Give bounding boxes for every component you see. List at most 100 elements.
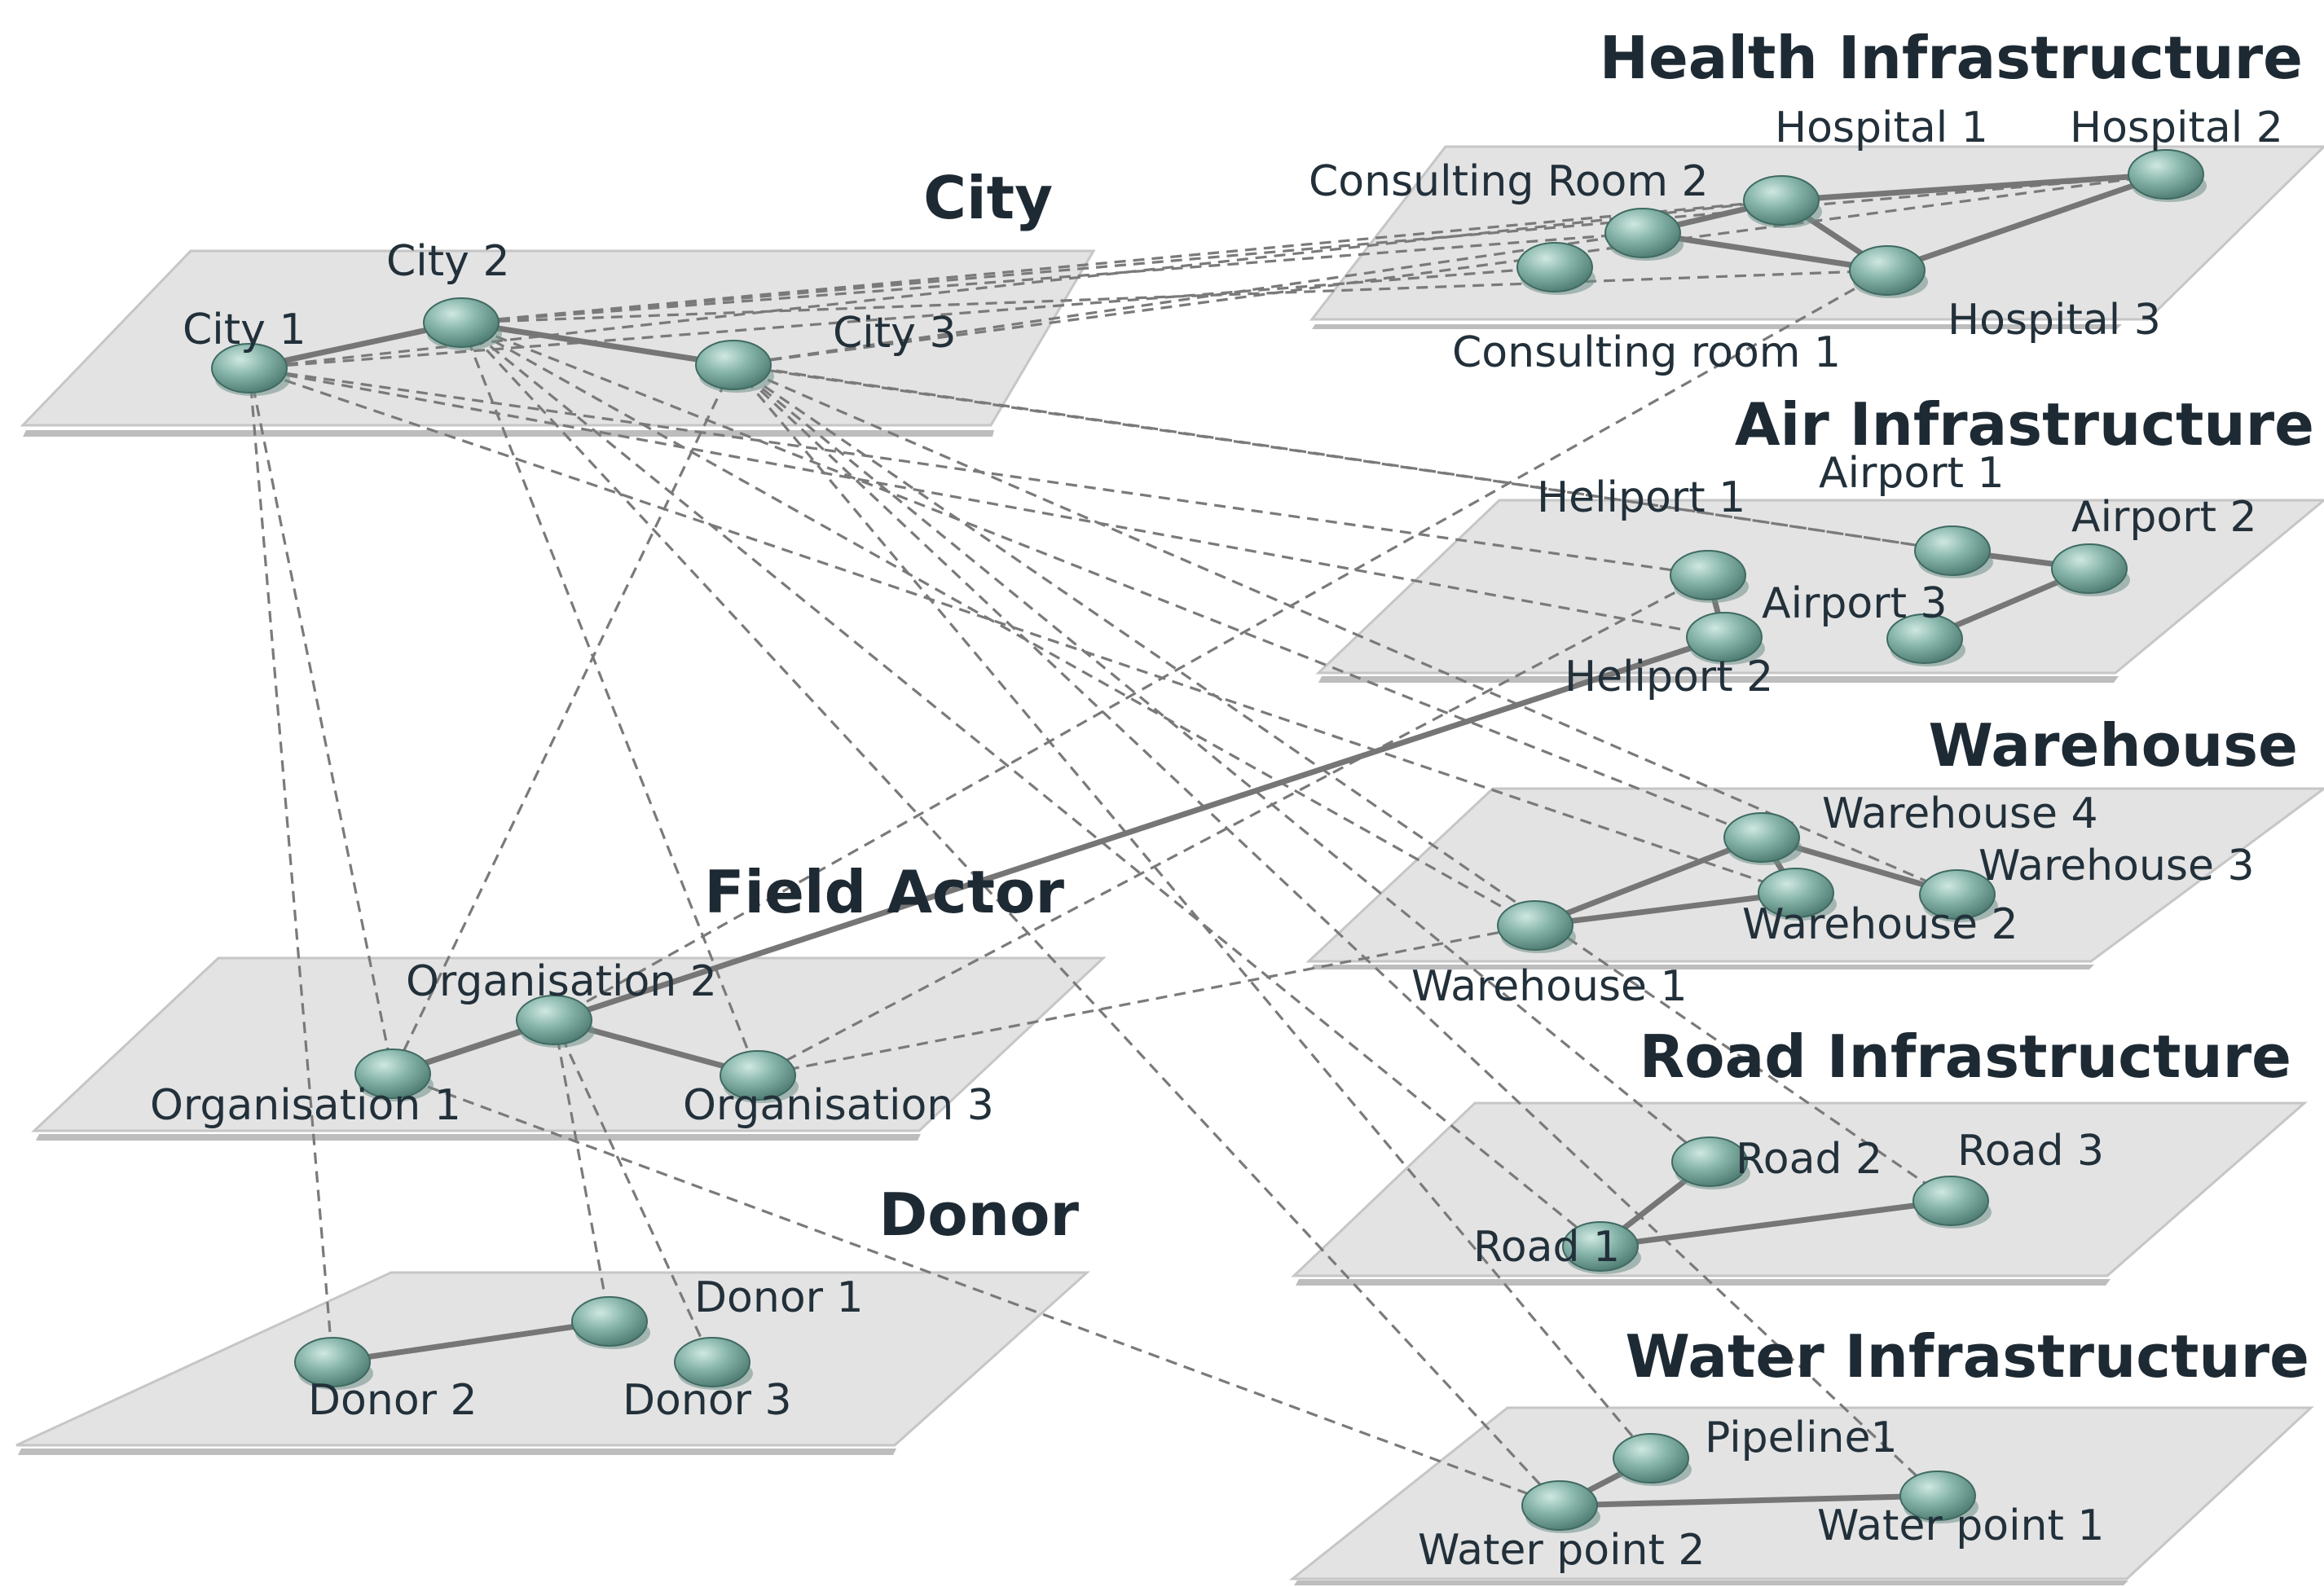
inter-edge-city1-donor2: [248, 367, 334, 1363]
node-body: [1758, 868, 1834, 918]
node-body: [1886, 613, 1963, 664]
node-label-city3: City 3: [833, 309, 957, 358]
node-body: [1723, 812, 1800, 863]
node-label-heli1: Heliport 1: [1537, 473, 1745, 522]
node-body: [1914, 525, 1991, 576]
node-heli1: [1670, 550, 1749, 603]
node-body: [1899, 1471, 1976, 1521]
node-donor1: [571, 1296, 650, 1349]
node-body: [1686, 612, 1763, 662]
inter-edge-city3-pipe1: [732, 363, 1653, 1460]
node-label-org2: Organisation 2: [406, 957, 717, 1006]
node-body: [2051, 543, 2128, 594]
node-cr1: [1516, 242, 1596, 295]
inter-edge-city1-wh2: [249, 367, 1797, 895]
layer-title-city: City: [923, 164, 1053, 232]
node-body: [1497, 900, 1574, 951]
layer-title-warehouse: Warehouse: [1929, 711, 2298, 780]
node-label-wh1: Warehouse 1: [1411, 962, 1688, 1011]
node-label-heli2: Heliport 2: [1565, 653, 1773, 701]
network-nodes: [211, 149, 2207, 1533]
node-cr2: [1604, 208, 1684, 261]
node-label-road3: Road 3: [1957, 1127, 2104, 1176]
intra-edge-wh1-wh4: [1534, 834, 1763, 929]
inter-edge-org2-donor3: [552, 1019, 714, 1363]
node-body: [1521, 1480, 1598, 1531]
inter-edge-city2-hosp1: [460, 199, 1782, 324]
node-body: [1671, 1136, 1748, 1187]
node-label-donor1: Donor 1: [694, 1273, 864, 1322]
node-org3: [720, 1050, 799, 1103]
node-wp2: [1521, 1480, 1600, 1533]
node-wh4: [1723, 812, 1802, 865]
node-road2: [1671, 1136, 1750, 1189]
node-body: [695, 340, 772, 390]
inter-edge-city3-road3: [733, 363, 1952, 1202]
node-label-cr2: Consulting Room 2: [1309, 157, 1709, 206]
node-label-wh3: Warehouse 3: [1978, 842, 2255, 890]
node-body: [1849, 245, 1926, 296]
inter-edge-city2-wh4: [460, 321, 1763, 839]
node-body: [211, 343, 288, 393]
node-label-road1: Road 1: [1473, 1223, 1620, 1272]
intra-edge-donor2-donor1: [332, 1318, 610, 1365]
node-label-wh4: Warehouse 4: [1822, 789, 2098, 838]
node-body: [1604, 208, 1681, 258]
node-label-hosp1: Hospital 1: [1775, 103, 1988, 152]
node-donor2: [294, 1337, 373, 1390]
inter-edge-city3-hosp2: [733, 173, 2167, 367]
node-hosp1: [1743, 175, 1822, 228]
node-label-air2: Airport 2: [2071, 493, 2257, 542]
inter-edge-org2-donor1: [552, 1019, 611, 1322]
intra-edge-hosp2-hosp3: [1886, 171, 2168, 274]
node-label-pipe1: Pipeline1: [1705, 1413, 1898, 1462]
node-donor3: [674, 1337, 753, 1390]
node-label-air1: Airport 1: [1819, 449, 2005, 498]
node-wh2: [1758, 868, 1837, 921]
node-wp1: [1899, 1471, 1978, 1523]
node-air2: [2051, 543, 2130, 596]
layer-title-donor: Donor: [879, 1180, 1080, 1249]
node-city3: [695, 340, 774, 393]
inter-edge-city2-cr2: [460, 231, 1644, 324]
node-label-org1: Organisation 1: [150, 1081, 461, 1130]
node-label-city2: City 2: [386, 237, 510, 286]
layer-title-field: Field Actor: [704, 858, 1064, 926]
layer-title-road: Road Infrastructure: [1640, 1022, 2291, 1091]
inter-edge-city1-org1: [248, 367, 394, 1075]
inter-edge-city2-hosp2: [460, 173, 2167, 324]
node-body: [516, 995, 592, 1045]
inter-edge-wh1-org3: [757, 924, 1536, 1077]
intra-edge-wp2-wp1: [1559, 1492, 1939, 1509]
node-body: [1516, 242, 1593, 292]
node-road3: [1912, 1176, 1992, 1229]
node-road1: [1562, 1221, 1641, 1274]
intra-edge-city2-city3: [460, 319, 734, 368]
inter-edge-city3-wh3: [733, 363, 1958, 896]
node-body: [674, 1337, 750, 1387]
node-label-hosp2: Hospital 2: [2070, 103, 2283, 152]
node-org2: [516, 995, 595, 1048]
inter-edge-city2-road1: [460, 321, 1602, 1248]
node-wh1: [1497, 900, 1576, 953]
node-heli2: [1686, 612, 1765, 665]
layer-title-air: Air Infrastructure: [1735, 390, 2314, 459]
inter-edge-heli1-org3: [757, 574, 1709, 1077]
node-label-donor3: Donor 3: [623, 1376, 792, 1425]
node-body: [1919, 869, 1996, 920]
node-body: [571, 1296, 648, 1347]
node-label-wh2: Warehouse 2: [1742, 900, 2018, 949]
node-label-hosp3: Hospital 3: [1948, 296, 2161, 345]
node-body: [1670, 550, 1746, 600]
node-label-road2: Road 2: [1736, 1135, 1882, 1184]
plane-water: [1288, 1406, 2314, 1585]
node-hosp3: [1849, 245, 1928, 298]
node-air3: [1886, 613, 1965, 666]
inter-edge-city2-org3: [460, 322, 759, 1076]
node-body: [423, 297, 500, 348]
node-label-cr1: Consulting room 1: [1452, 328, 1841, 377]
node-body: [1743, 175, 1820, 226]
